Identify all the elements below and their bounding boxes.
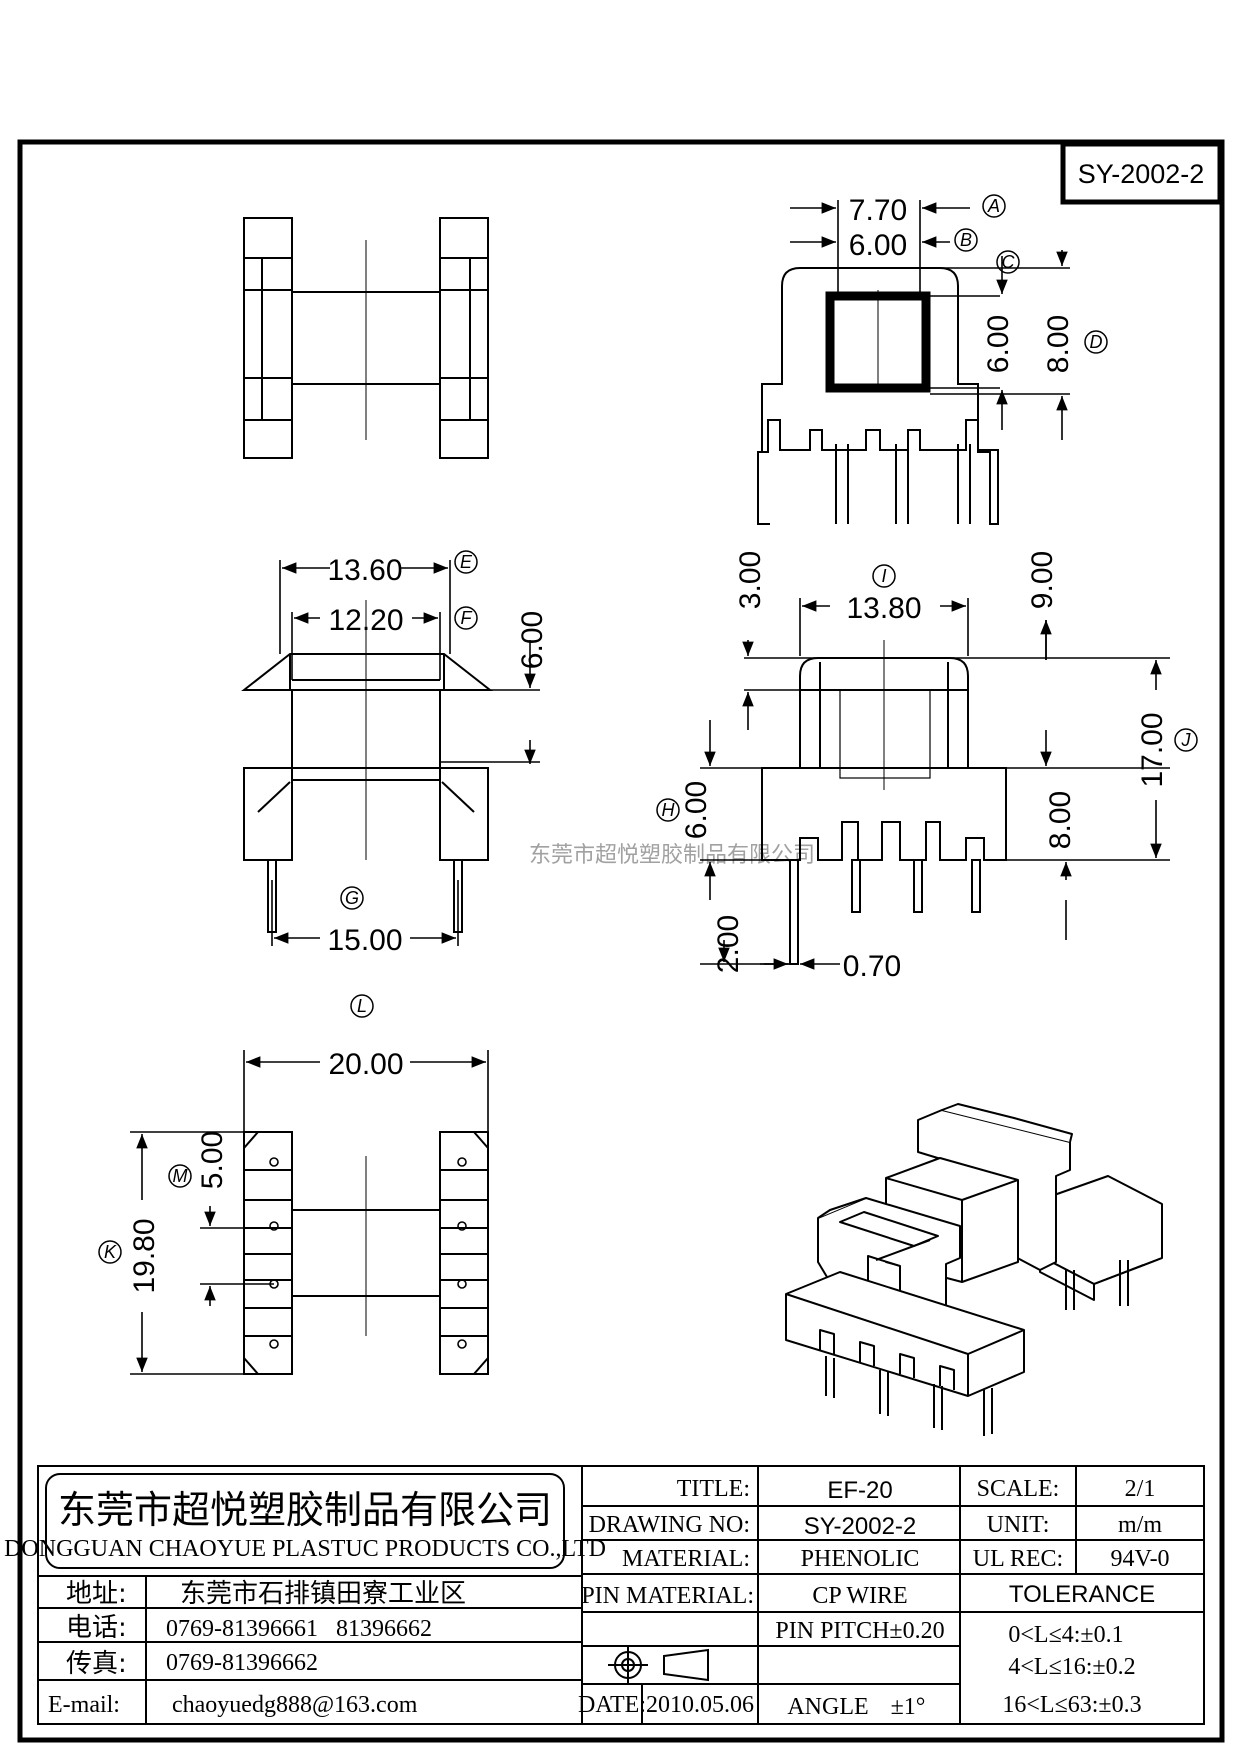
material-label: MATERIAL: <box>622 1546 750 1572</box>
side-view-top-left <box>243 217 489 459</box>
address-value: 东莞市石排镇田寮工业区 <box>180 1579 466 1609</box>
dim-d-value: 8.00 <box>1042 315 1075 373</box>
dim-pin-length: 2.00 <box>712 915 745 973</box>
dim-c-tag: C <box>1002 252 1016 272</box>
phone-label: 电话: <box>66 1613 127 1643</box>
dim-m-value: 5.00 <box>196 1131 229 1189</box>
company-name-cn: 东莞市超悦塑胶制品有限公司 <box>58 1488 552 1532</box>
drawing-id-box: SY-2002-2 <box>1060 141 1223 205</box>
dim-base-height: 8.00 <box>1044 791 1077 849</box>
email-label: E-mail: <box>48 1692 120 1718</box>
drawing-border <box>17 139 1225 1743</box>
dim-f-tag: F <box>461 608 473 628</box>
ul-rec-label: UL REC: <box>973 1546 1063 1572</box>
material-value: PHENOLIC <box>801 1546 920 1572</box>
address-label: 地址: <box>66 1579 127 1609</box>
dim-a-tag: A <box>987 196 1000 216</box>
dim-i-value: 13.80 <box>846 592 921 625</box>
dim-a-value: 7.70 <box>849 194 907 227</box>
drawing-id-text: SY-2002-2 <box>1078 159 1205 189</box>
dim-h-value: 6.00 <box>680 781 713 839</box>
dim-g-tag: G <box>345 888 359 908</box>
fax-value: 0769-81396662 <box>166 1650 318 1676</box>
fax-label: 传真: <box>66 1649 127 1679</box>
dim-h-tag: H <box>662 800 676 820</box>
dim-pin-width: 0.70 <box>843 950 901 983</box>
tolerance-line-2: 4<L≤16:±0.2 <box>1008 1654 1135 1680</box>
dim-d-tag: D <box>1090 332 1103 352</box>
date-value: 2010.05.06 <box>646 1692 754 1718</box>
company-name-en: DONGGUAN CHAOYUE PLASTUC PRODUCTS CO.,LT… <box>4 1536 606 1562</box>
drawing-no-label: DRAWING NO: <box>589 1512 750 1538</box>
dim-b-tag: B <box>960 230 972 250</box>
dim-k-value: 19.80 <box>128 1218 161 1293</box>
dim-f-value: 12.20 <box>328 604 403 637</box>
pin-material-label: PIN MATERIAL: <box>581 1583 754 1609</box>
side-view-middle-left: 13.60 E 12.20 F 6.00 G 15.00 <box>241 550 549 957</box>
dim-j-tag: J <box>1181 730 1192 750</box>
scale-value: 2/1 <box>1125 1476 1156 1502</box>
angle-value: ±1° <box>891 1694 926 1720</box>
title-value: EF-20 <box>827 1477 892 1504</box>
front-view-middle-right: 3.00 I 13.80 9.00 17.00 J H 6.00 8.00 2.… <box>656 551 1198 983</box>
projection-symbol-icon <box>608 1647 709 1683</box>
tolerance-line-1: 0<L≤4:±0.1 <box>1008 1622 1123 1648</box>
drawing-no-value: SY-2002-2 <box>804 1513 917 1540</box>
dim-b-value: 6.00 <box>849 229 907 262</box>
phone-value: 0769-81396661 81396662 <box>166 1616 432 1642</box>
unit-value: m/m <box>1118 1512 1162 1538</box>
dim-l-tag: L <box>357 996 367 1016</box>
dim-e-tag: E <box>460 552 473 572</box>
angle-label: ANGLE <box>787 1694 868 1720</box>
dim-i-tag: I <box>881 566 886 586</box>
pin-material-value: CP WIRE <box>812 1583 907 1609</box>
dim-e-value: 13.60 <box>327 554 402 587</box>
tolerance-line-3: 16<L≤63:±0.3 <box>1002 1692 1141 1718</box>
dim-j-value: 17.00 <box>1136 712 1169 787</box>
scale-label: SCALE: <box>977 1476 1060 1502</box>
tolerance-label: TOLERANCE <box>1009 1581 1155 1608</box>
ul-rec-value: 94V-0 <box>1110 1546 1169 1572</box>
front-view-top-right: 7.70 A 6.00 B C 6.00 8.00 D <box>757 194 1108 525</box>
date-label: DATE: <box>578 1692 646 1718</box>
dim-g-value: 15.00 <box>327 924 402 957</box>
watermark-text: 东莞市超悦塑胶制品有限公司 <box>529 842 815 867</box>
dim-flange-height: 6.00 <box>516 611 549 669</box>
email-value: chaoyuedg888@163.com <box>172 1692 418 1718</box>
title-block <box>37 1465 1205 1725</box>
isometric-view <box>785 1103 1163 1436</box>
dim-right-height: 9.00 <box>1026 551 1059 609</box>
top-view-bottom-left: L 20.00 5.00 M K 19.80 <box>98 994 489 1375</box>
dim-top-gap: 3.00 <box>734 551 767 609</box>
pin-pitch: PIN PITCH±0.20 <box>775 1618 944 1644</box>
title-label: TITLE: <box>677 1476 750 1502</box>
dim-c-value: 6.00 <box>982 315 1015 373</box>
dim-k-tag: K <box>104 1242 117 1262</box>
dim-l-value: 20.00 <box>328 1048 403 1081</box>
unit-label: UNIT: <box>987 1512 1050 1538</box>
dim-m-tag: M <box>173 1166 188 1186</box>
